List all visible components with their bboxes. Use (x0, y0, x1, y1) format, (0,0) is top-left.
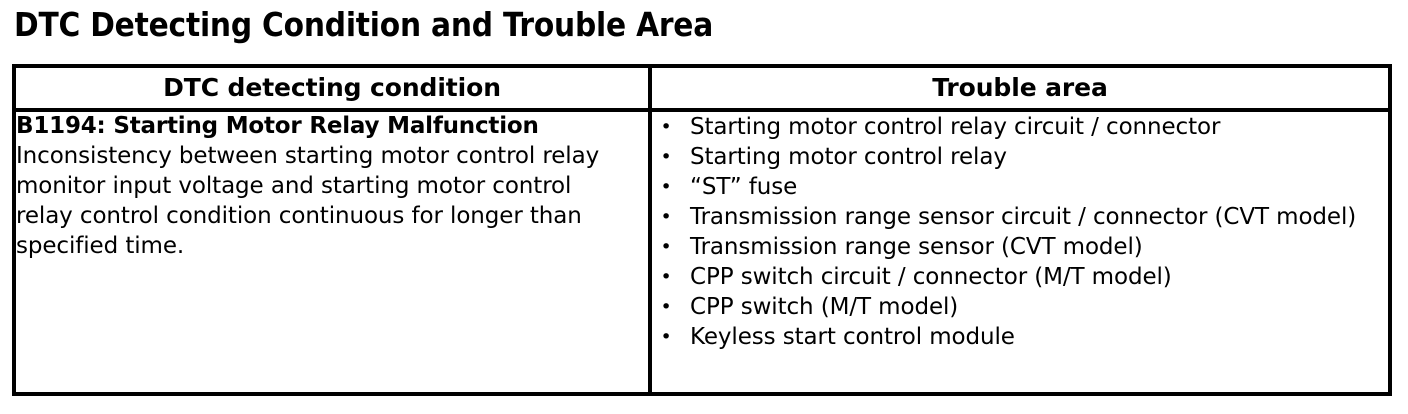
table-row: B1194: Starting Motor Relay Malfunction … (12, 108, 1392, 396)
bullet-icon: • (660, 206, 672, 228)
list-item: • Keyless start control module (652, 322, 1388, 352)
list-item-label: Starting motor control relay circuit / c… (690, 114, 1221, 140)
list-item-label: “ST” fuse (690, 174, 798, 200)
list-item: • Starting motor control relay (652, 142, 1388, 172)
list-item: • Transmission range sensor circuit / co… (652, 202, 1388, 232)
dtc-code-title: B1194: Starting Motor Relay Malfunction (16, 113, 539, 139)
dtc-table: DTC detecting condition Trouble area B11… (12, 64, 1392, 396)
column-header-dtc-detecting-condition: DTC detecting condition (12, 64, 652, 112)
list-item: • “ST” fuse (652, 172, 1388, 202)
bullet-icon: • (660, 146, 672, 168)
dtc-condition-description: Inconsistency between starting motor con… (16, 143, 600, 259)
list-item-label: CPP switch (M/T model) (690, 294, 959, 320)
bullet-icon: • (660, 326, 672, 348)
list-item-label: CPP switch circuit / connector (M/T mode… (690, 264, 1172, 290)
page-title: DTC Detecting Condition and Trouble Area (14, 5, 714, 44)
list-item-label: Transmission range sensor circuit / conn… (690, 204, 1357, 230)
list-item-label: Starting motor control relay (690, 144, 1007, 170)
bullet-icon: • (660, 176, 672, 198)
table-header-row: DTC detecting condition Trouble area (12, 64, 1392, 112)
list-item-label: Transmission range sensor (CVT model) (690, 234, 1143, 260)
bullet-icon: • (660, 266, 672, 288)
list-item: • Starting motor control relay circuit /… (652, 112, 1388, 142)
list-item: • Transmission range sensor (CVT model) (652, 232, 1388, 262)
trouble-area-list: • Starting motor control relay circuit /… (652, 112, 1388, 352)
bullet-icon: • (660, 296, 672, 318)
list-item-label: Keyless start control module (690, 324, 1015, 350)
bullet-icon: • (660, 236, 672, 258)
bullet-icon: • (660, 116, 672, 138)
column-header-trouble-area: Trouble area (648, 64, 1392, 112)
cell-dtc-detecting-condition: B1194: Starting Motor Relay Malfunction … (12, 108, 652, 396)
list-item: • CPP switch (M/T model) (652, 292, 1388, 322)
cell-trouble-area: • Starting motor control relay circuit /… (648, 108, 1392, 396)
list-item: • CPP switch circuit / connector (M/T mo… (652, 262, 1388, 292)
